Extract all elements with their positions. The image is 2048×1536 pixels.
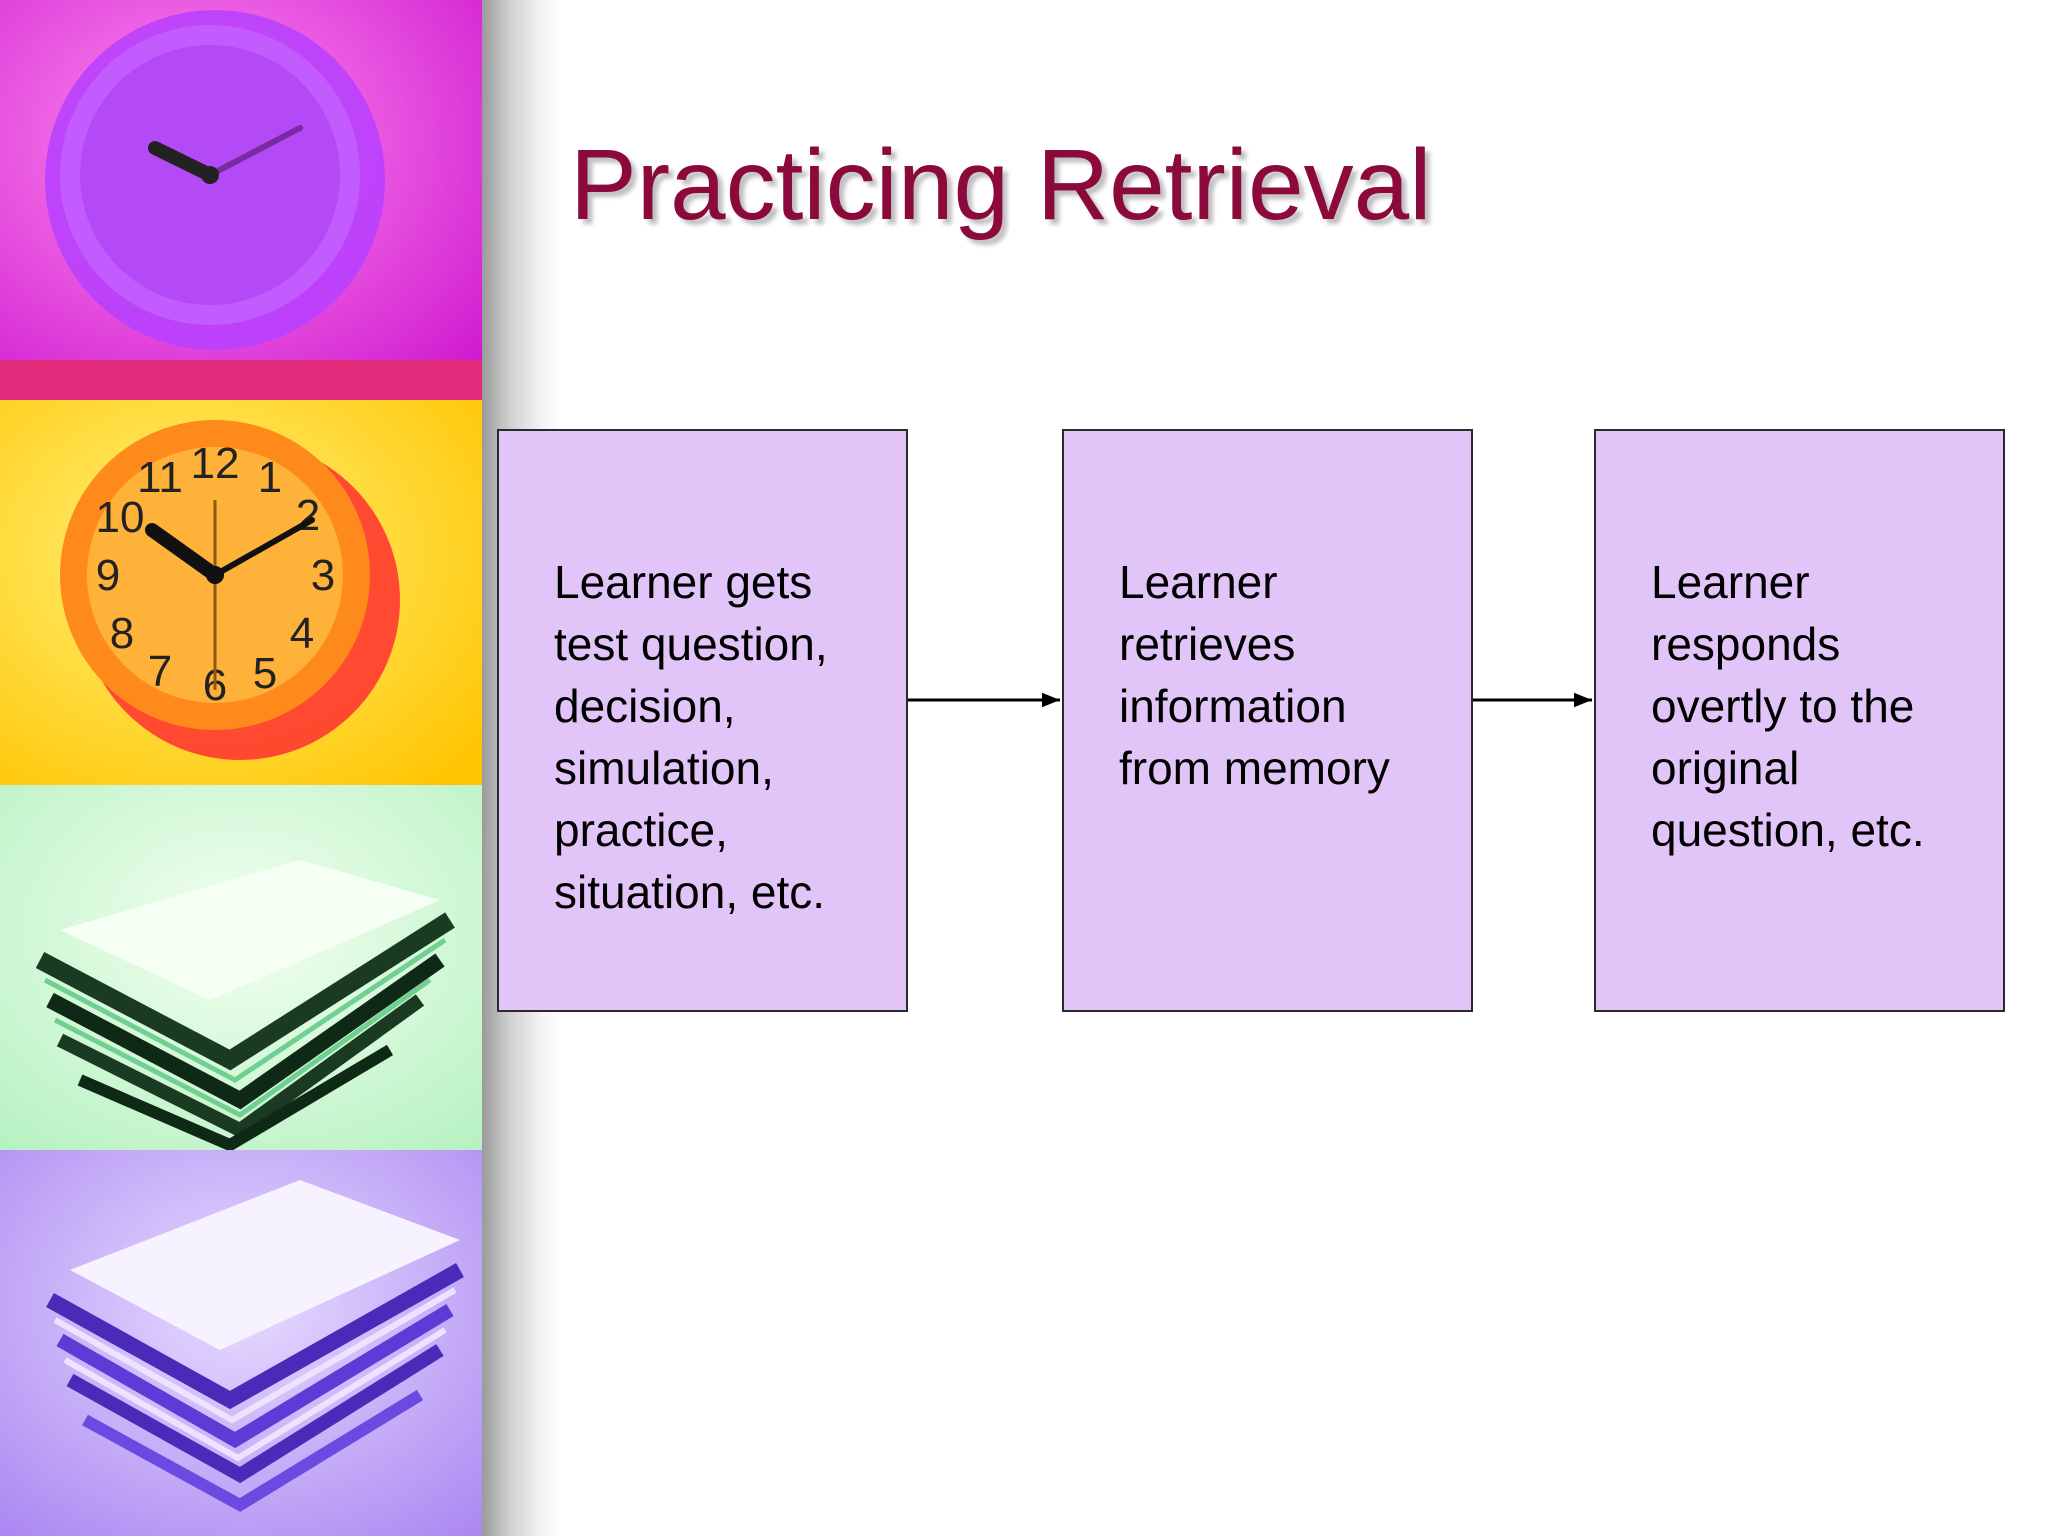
flow-box-test-question: Learner gets test question, decision, si… xyxy=(497,429,908,1012)
svg-text:9: 9 xyxy=(96,551,120,600)
flow-box-line: responds xyxy=(1651,618,1841,670)
flow-box-line: Learner xyxy=(1119,556,1278,608)
svg-text:5: 5 xyxy=(253,649,277,698)
side-image-strip: 12 3 6 9 1 2 4 5 7 8 10 11 xyxy=(0,0,482,1536)
svg-text:8: 8 xyxy=(110,609,134,658)
clock-yellow-image: 12 3 6 9 1 2 4 5 7 8 10 11 xyxy=(0,400,482,785)
svg-text:11: 11 xyxy=(137,453,183,502)
svg-text:10: 10 xyxy=(96,493,145,542)
flow-box-text: Learner responds overtly to the original… xyxy=(1651,551,1983,861)
flow-box-text: Learner gets test question, decision, si… xyxy=(554,551,886,923)
svg-text:1: 1 xyxy=(258,453,282,502)
flow-box-line: Learner xyxy=(1651,556,1810,608)
flow-box-line: practice, xyxy=(554,804,728,856)
flow-box-line: from memory xyxy=(1119,742,1390,794)
flow-box-text: Learner retrieves information from memor… xyxy=(1119,551,1451,799)
flow-box-retrieves: Learner retrieves information from memor… xyxy=(1062,429,1473,1012)
flow-box-line: overtly to the xyxy=(1651,680,1915,732)
svg-text:12: 12 xyxy=(191,439,240,488)
flow-box-line: retrieves xyxy=(1119,618,1296,670)
papers-green-image xyxy=(0,785,482,1152)
flow-box-line: test question, xyxy=(554,618,828,670)
flow-box-line: simulation, xyxy=(554,742,774,794)
flow-box-line: situation, etc. xyxy=(554,866,826,918)
slide-title: Practicing Retrieval xyxy=(570,129,1432,241)
flow-box-line: information xyxy=(1119,680,1347,732)
flow-box-responds: Learner responds overtly to the original… xyxy=(1594,429,2005,1012)
svg-text:7: 7 xyxy=(148,647,172,696)
svg-text:4: 4 xyxy=(290,609,314,658)
flow-box-line: question, etc. xyxy=(1651,804,1925,856)
papers-purple-image xyxy=(0,1150,482,1536)
clock-magenta-image xyxy=(0,0,482,400)
flow-box-line: original xyxy=(1651,742,1800,794)
svg-text:3: 3 xyxy=(311,551,335,600)
flow-box-line: Learner gets xyxy=(554,556,813,608)
flow-box-line: decision, xyxy=(554,680,736,732)
svg-text:2: 2 xyxy=(296,491,320,540)
